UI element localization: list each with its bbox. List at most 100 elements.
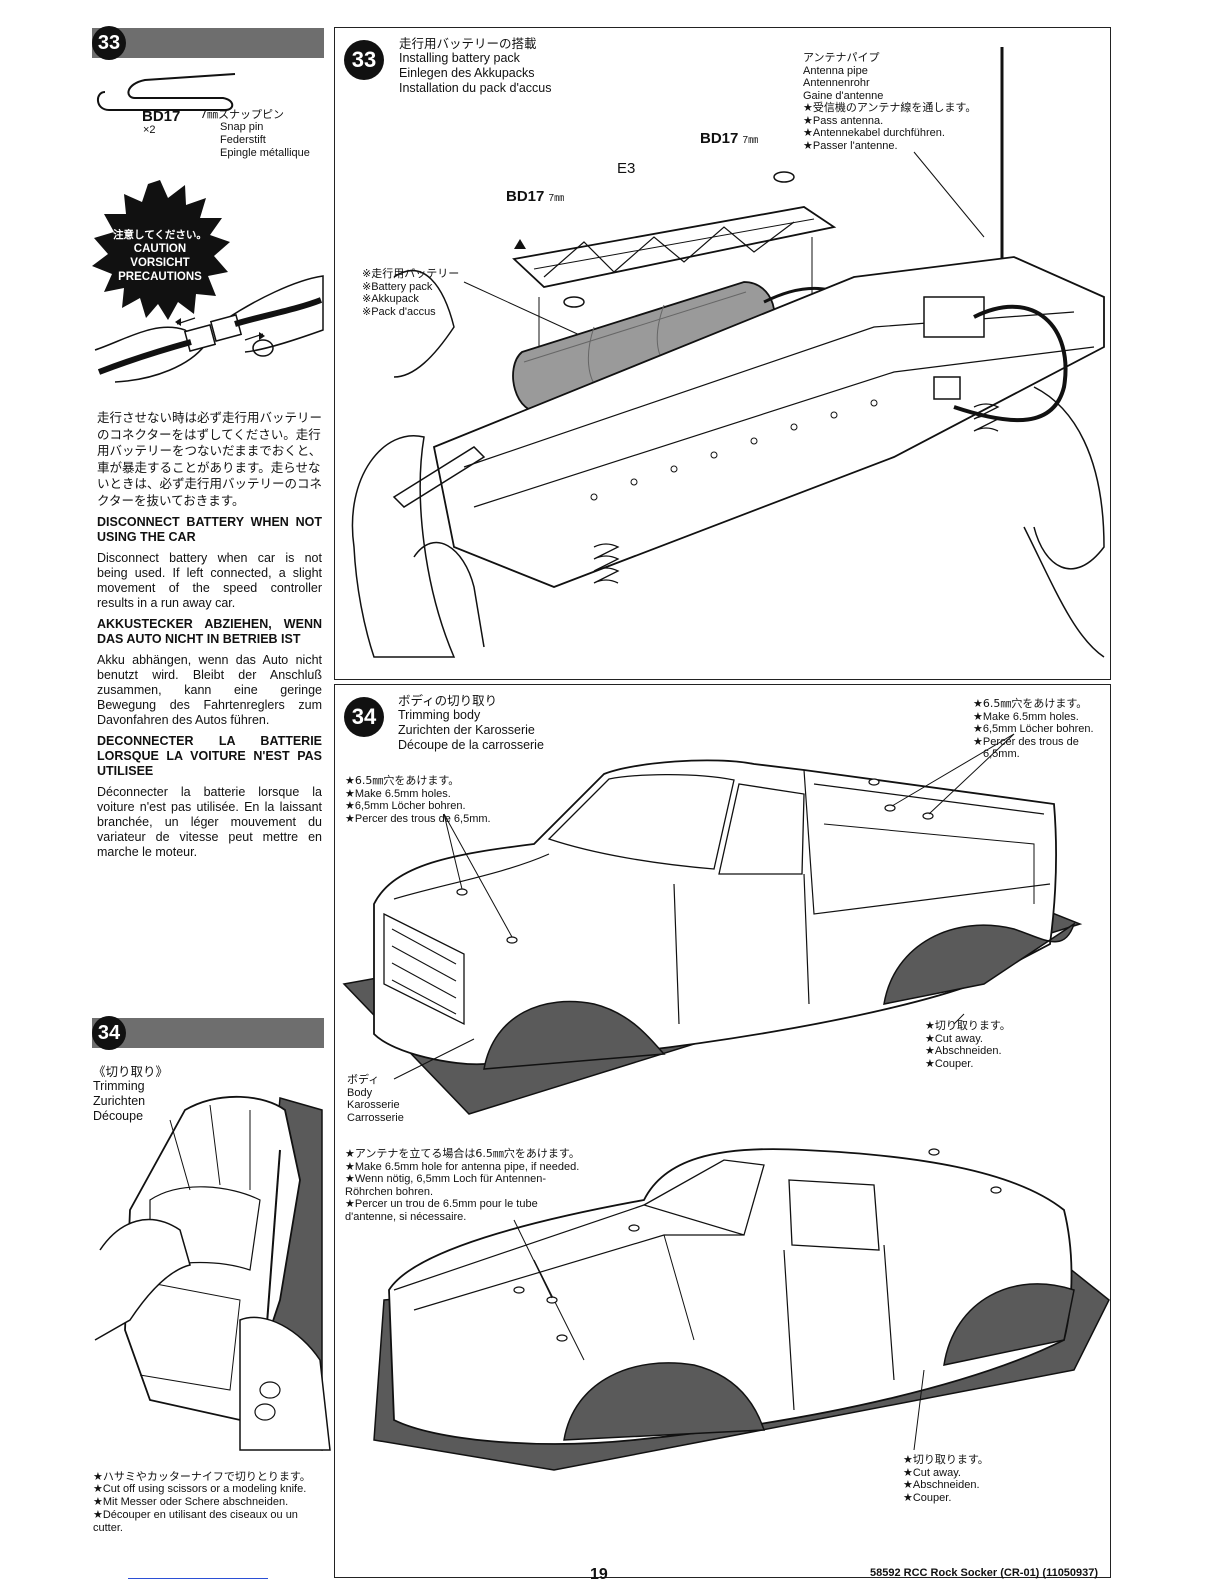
caution-starburst-icon <box>92 180 230 320</box>
battery-pack-label: ※走行用バッテリー ※Battery pack ※Akkupack ※Pack … <box>362 267 460 318</box>
trimming-note-en: ★Cut off using scissors or a modeling kn… <box>93 1483 307 1495</box>
cut-top-en: ★Cut away. <box>925 1032 983 1045</box>
antenna-hole-jp: ★アンテナを立てる場合は6.5㎜穴をあけます。 <box>345 1147 580 1160</box>
snap-pin-name-de: Federstift <box>220 134 266 146</box>
caution-badge-text: 注意してください。 CAUTION VORSICHT PRECAUTIONS <box>100 228 220 284</box>
antenna-note-de: ★Antennekabel durchführen. <box>803 127 945 139</box>
snap-pin-name-jp: 7㎜スナップピン <box>200 108 284 121</box>
step33-caution-text: 走行させない時は必ず走行用バッテリーのコネクターをはずしてください。走行用バッテ… <box>97 410 322 866</box>
panel34-title-fr: Découpe de la carrosserie <box>398 738 544 752</box>
chassis-battery-illustration <box>351 47 1105 658</box>
holes-left-de: ★6,5mm Löcher bohren. <box>345 800 466 812</box>
body-label: ボディ Body Karosserie Carrosserie <box>347 1073 404 1124</box>
panel33-title-fr: Installation du pack d'accus <box>399 81 552 95</box>
bd17-right-size: 7㎜ <box>742 135 759 146</box>
snap-pin-illustration <box>97 73 236 111</box>
caution-jp: 注意してください。 <box>113 229 207 241</box>
snap-pin-name-en: Snap pin <box>220 121 264 133</box>
panel34-title: ボディの切り取り Trimming body Zurichten der Kar… <box>398 693 544 753</box>
cut-away-top-label: ★切り取ります。 ★Cut away. ★Abschneiden. ★Coupe… <box>925 1019 1011 1070</box>
holes-left-jp: ★6.5㎜穴をあけます。 <box>345 774 460 787</box>
holes-right-de: ★6,5mm Löcher bohren. <box>973 723 1094 735</box>
antenna-jp: アンテナパイプ <box>803 51 880 64</box>
body-jp: ボディ <box>347 1073 380 1086</box>
snap-pin-names: 7㎜スナップピン Snap pin Federstift Epingle mét… <box>200 108 310 160</box>
antenna-hole-de2: Röhrchen bohren. <box>345 1185 434 1198</box>
panel34-title-en: Trimming body <box>398 708 481 722</box>
cut-bottom-jp: ★切り取ります。 <box>903 1453 989 1466</box>
bd17-left-code: BD17 <box>506 188 545 205</box>
cut-top-fr: ★Couper. <box>925 1057 974 1070</box>
panel33-title-de: Einlegen des Akkupacks <box>399 66 535 80</box>
cut-bottom-fr: ★Couper. <box>903 1491 952 1504</box>
body-de: Karosserie <box>347 1099 400 1111</box>
snap-pin-name-fr: Epingle métallique <box>220 147 310 159</box>
snap-pin-qty: ×2 <box>143 124 156 136</box>
bd17-left-size: 7㎜ <box>548 193 565 204</box>
truck-body-rear-illustration <box>373 1148 1110 1471</box>
step34-trimming-title: 《切り取り》 Trimming Zurichten Découpe <box>93 1064 168 1124</box>
battery-en: ※Battery pack <box>362 280 433 293</box>
caution-fr-heading: DECONNECTER LA BATTERIE LORSQUE LA VOITU… <box>97 734 322 778</box>
antenna-pipe-label: アンテナパイプ Antenna pipe Antennenrohr Gaine … <box>803 51 977 152</box>
caution-en: CAUTION <box>133 243 187 255</box>
document-reference: 58592 RCC Rock Socker (CR-01) (11050937) <box>870 1567 1099 1579</box>
trimming-note-jp: ★ハサミやカッターナイフで切りとります。 <box>93 1470 311 1483</box>
trimming-title-de: Zurichten <box>93 1094 146 1108</box>
truck-body-front-illustration <box>342 733 1083 1115</box>
cut-top-jp: ★切り取ります。 <box>925 1019 1011 1032</box>
trimming-title-en: Trimming <box>93 1079 145 1093</box>
caution-fr: PRECAUTIONS <box>118 271 202 283</box>
holes-right-fr1: ★Percer des trous de <box>973 735 1079 748</box>
holes-right-label: ★6.5㎜穴をあけます。 ★Make 6.5mm holes. ★6,5mm L… <box>973 697 1094 761</box>
cut-bottom-en: ★Cut away. <box>903 1466 961 1479</box>
antenna-hole-fr2: d'antenne, si nécessaire. <box>345 1210 467 1223</box>
caution-de-heading: AKKUSTECKER ABZIEHEN, WENN DAS AUTO NICH… <box>97 617 322 646</box>
bd17-right-code: BD17 <box>700 130 739 147</box>
antenna-de: Antennenrohr <box>803 77 870 89</box>
antenna-fr: Gaine d'antenne <box>803 89 884 102</box>
trimming-note: ★ハサミやカッターナイフで切りとります。 ★Cut off using scis… <box>93 1470 328 1535</box>
bd17-left-label: BD17 7㎜ <box>506 188 564 205</box>
antenna-hole-en: ★Make 6.5mm hole for antenna pipe, if ne… <box>345 1160 580 1173</box>
panel33-number-badge: 33 <box>344 40 384 80</box>
page-number: 19 <box>590 1566 608 1583</box>
holes-right-jp: ★6.5㎜穴をあけます。 <box>973 697 1088 710</box>
step34-number-badge: 34 <box>92 1016 126 1050</box>
caution-en-heading: DISCONNECT BATTERY WHEN NOT USING THE CA… <box>97 515 322 544</box>
caution-de-body: Akku abhängen, wenn das Auto nicht benut… <box>97 653 322 727</box>
battery-jp: ※走行用バッテリー <box>362 267 460 280</box>
caution-de: VORSICHT <box>130 257 190 269</box>
step34-header-bar <box>92 1018 324 1048</box>
holes-left-fr: ★Percer des trous de 6,5mm. <box>345 812 491 825</box>
antenna-hole-label: ★アンテナを立てる場合は6.5㎜穴をあけます。 ★Make 6.5mm hole… <box>345 1147 580 1223</box>
panel34-title-jp: ボディの切り取り <box>398 693 498 708</box>
trimming-note-de: ★Mit Messer oder Schere abschneiden. <box>93 1496 289 1508</box>
antenna-en: Antenna pipe <box>803 64 868 77</box>
caution-en-body: Disconnect battery when car is not being… <box>97 551 322 610</box>
panel33-title-en: Installing battery pack <box>399 51 520 65</box>
trimming-title-jp: 《切り取り》 <box>93 1064 169 1079</box>
antenna-note-jp: ★受信機のアンテナ線を通します。 <box>803 101 977 114</box>
antenna-hole-de1: ★Wenn nötig, 6,5mm Loch für Antennen- <box>345 1173 547 1185</box>
body-en: Body <box>347 1086 373 1099</box>
battery-de: ※Akkupack <box>362 293 419 305</box>
panel33-title: 走行用バッテリーの搭載 Installing battery pack Einl… <box>399 36 551 96</box>
footer-link-underline <box>128 1578 268 1579</box>
holes-right-en: ★Make 6.5mm holes. <box>973 710 1079 723</box>
antenna-note-en: ★Pass antenna. <box>803 114 884 127</box>
cut-top-de: ★Abschneiden. <box>925 1045 1002 1057</box>
body-fr: Carrosserie <box>347 1111 404 1124</box>
antenna-note-fr: ★Passer l'antenne. <box>803 139 898 152</box>
trimming-title-fr: Découpe <box>93 1109 144 1123</box>
step33-number-badge: 33 <box>92 26 126 60</box>
cut-bottom-de: ★Abschneiden. <box>903 1479 980 1491</box>
bd17-right-label: BD17 7㎜ <box>700 130 758 147</box>
panel33-title-jp: 走行用バッテリーの搭載 <box>399 36 537 51</box>
caution-jp-body: 走行させない時は必ず走行用バッテリーのコネクターをはずしてください。走行用バッテ… <box>97 410 323 508</box>
snap-pin-code: BD17 <box>142 108 181 125</box>
panel34-title-de: Zurichten der Karosserie <box>398 723 535 737</box>
trimming-note-fr: ★Découper en utilisant des ciseaux ou un… <box>93 1509 298 1534</box>
holes-left-en: ★Make 6.5mm holes. <box>345 787 451 800</box>
disconnect-connector-illustration <box>94 275 324 383</box>
